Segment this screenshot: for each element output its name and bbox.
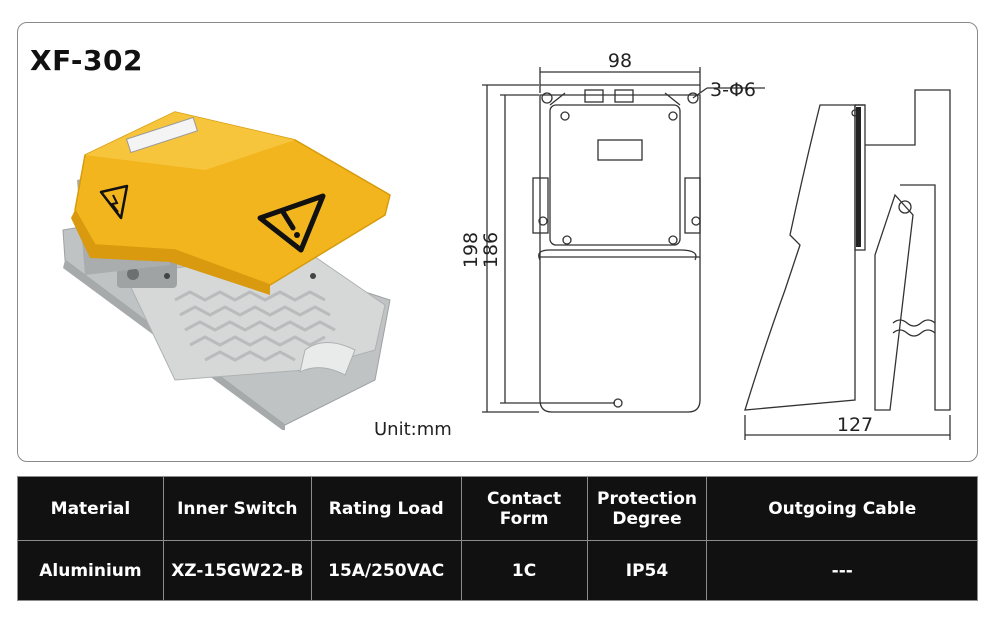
side-view-outline — [744, 104, 856, 411]
model-title: XF-302 — [30, 44, 143, 77]
value-contact-form: 1C — [460, 540, 588, 601]
depth-dimension: 127 — [837, 414, 873, 436]
height-inner-dimension: 186 — [480, 232, 502, 268]
value-inner-switch: XZ-15GW22-B — [162, 540, 312, 601]
header-inner-switch: Inner Switch — [162, 476, 312, 541]
spec-table: Material Inner Switch Rating Load Contac… — [17, 476, 978, 601]
header-protection-degree: Protection Degree — [586, 476, 708, 541]
header-rating-load: Rating Load — [310, 476, 462, 541]
height-outer-dimension: 198 — [460, 232, 482, 268]
warning-triangle-icon — [257, 193, 326, 253]
spec-value-row: Aluminium XZ-15GW22-B 15A/250VAC 1C IP54… — [17, 540, 978, 601]
foot-switch-photo — [62, 111, 391, 430]
spec-header-row: Material Inner Switch Rating Load Contac… — [17, 476, 978, 541]
value-outgoing-cable: --- — [706, 540, 978, 601]
unit-label: Unit:mm — [374, 419, 452, 440]
electric-hazard-icon — [99, 184, 129, 220]
technical-drawing: 98 3-Φ6 198 186 127 — [460, 50, 951, 440]
value-protection-degree: IP54 — [586, 540, 708, 601]
value-material: Aluminium — [17, 540, 164, 601]
width-dimension: 98 — [608, 50, 632, 72]
hole-spec: 3-Φ6 — [710, 79, 756, 101]
front-view-outline — [539, 94, 701, 413]
header-outgoing-cable: Outgoing Cable — [706, 476, 978, 541]
header-material: Material — [17, 476, 164, 541]
header-contact-form: Contact Form — [460, 476, 588, 541]
value-rating-load: 15A/250VAC — [310, 540, 462, 601]
